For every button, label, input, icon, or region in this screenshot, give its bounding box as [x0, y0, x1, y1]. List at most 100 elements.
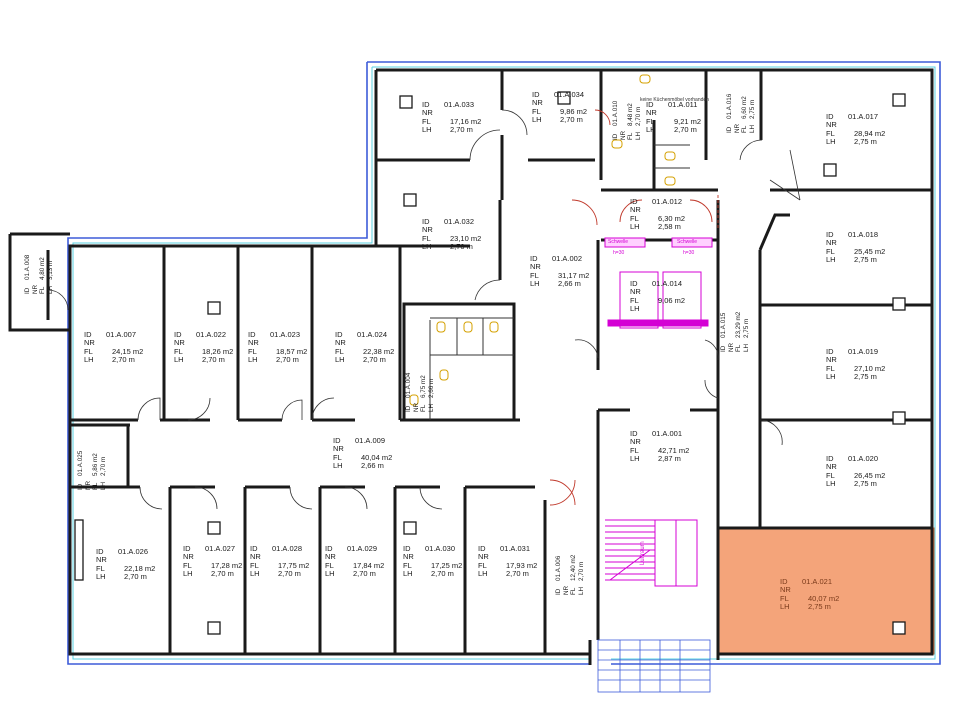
room-label-key: ID	[612, 133, 619, 140]
room-label-key: LH	[250, 569, 260, 579]
room-label-value: 01.A.026	[118, 547, 149, 556]
room-label-value: 25,45 m2	[854, 246, 886, 256]
room-label-row: NR	[630, 437, 689, 446]
room-label-value: 01.A.012	[652, 197, 683, 206]
room-label-key: ID	[826, 230, 834, 239]
room-label-key: FL	[333, 452, 342, 462]
room-label-row: NR	[422, 108, 481, 117]
room-label-value: 01.A.034	[554, 90, 585, 99]
room-label-row: NR	[333, 444, 392, 453]
room-label-key: ID	[333, 436, 341, 445]
room-label-key: NR	[412, 402, 420, 412]
vertical-room-label-row: FL12,40 m2	[570, 555, 578, 595]
room-label-key: ID	[780, 577, 788, 586]
room-label-key: NR	[478, 552, 489, 562]
room-label-key: ID	[77, 483, 84, 490]
room-label-key: LH	[630, 304, 640, 314]
room-label-key: ID	[826, 347, 834, 356]
room-label-value: 01.A.014	[652, 279, 683, 288]
vertical-room-label-row: ID01.A.008	[24, 255, 32, 294]
room-label-key: FL	[335, 346, 344, 356]
room-label-key: LH	[183, 569, 193, 579]
room-label-key: FL	[39, 286, 47, 294]
vertical-room-label-row: LH2,70 m	[578, 555, 586, 595]
room-label-value: 2,75 m	[854, 137, 877, 147]
vertical-room-label-row: LH2,75 m	[743, 312, 751, 352]
room-label-key: ID	[630, 279, 638, 288]
vertical-room-label-row: LH2,70 m	[100, 451, 108, 490]
room-label-key: NR	[646, 108, 657, 118]
room-label-value: 4,80 m2	[39, 257, 47, 280]
kitchen-note: keine Küchenmöbel vorhanden	[640, 97, 709, 103]
wc-fixtures	[409, 74, 676, 406]
room-label-key: FL	[630, 445, 639, 455]
room-label-value: 01.A.029	[347, 544, 378, 553]
room-label-value: 2,87 m	[658, 454, 681, 464]
room-label-value: 01.A.006	[555, 555, 562, 581]
room-label-value: 23,29 m2	[735, 311, 743, 338]
room-label-key: LH	[630, 454, 640, 464]
room-label-key: LH	[325, 569, 335, 579]
room-label-value: 3,13 m	[46, 260, 54, 280]
luftraum-label: Luftraum	[640, 541, 646, 565]
room-label-key: ID	[174, 330, 182, 339]
room-label-key: FL	[403, 560, 412, 570]
room-label-key: ID	[422, 217, 430, 226]
room-label-value: 2,75 m	[854, 255, 877, 265]
room-label-key: NR	[96, 555, 107, 565]
room-label-key: ID	[646, 100, 654, 109]
room-label-value: 6,30 m2	[658, 213, 686, 223]
room-label-value: 8,48 m2	[627, 103, 635, 126]
room-label-value: 27,10 m2	[854, 363, 886, 373]
room-label-value: 01.A.007	[106, 330, 137, 339]
room-label-key: ID	[250, 544, 258, 553]
